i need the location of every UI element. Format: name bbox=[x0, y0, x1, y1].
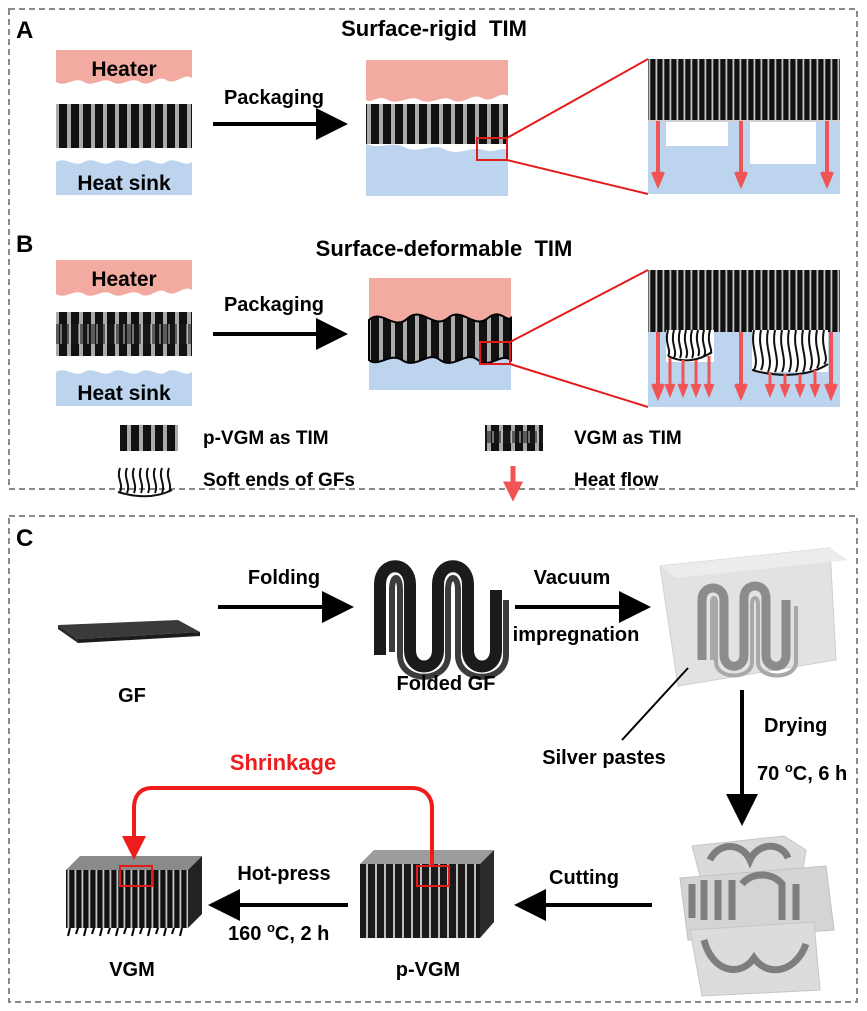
zoom-region-marker-b bbox=[479, 341, 511, 365]
heater-label: Heater bbox=[91, 268, 156, 291]
packaging-label-a: Packaging bbox=[224, 87, 324, 109]
panel-b-letter: B bbox=[16, 231, 33, 258]
pvgm-block bbox=[360, 850, 494, 938]
zoom-region-marker-a bbox=[476, 137, 508, 161]
panel-b-stack-before: Heater Heat sink bbox=[56, 260, 192, 406]
legend-heat-flow-label: Heat flow bbox=[574, 470, 659, 491]
legend-soft-ends-swatch bbox=[117, 467, 173, 498]
panel-a-title: Surface-rigid TIM bbox=[341, 16, 527, 41]
panel-ab-frame bbox=[8, 8, 858, 490]
panel-a-stack-before: Heater Heat sink bbox=[56, 50, 192, 195]
cut-blocks bbox=[679, 835, 835, 997]
panel-a-stack-after bbox=[366, 60, 508, 196]
panel-c-letter: C bbox=[16, 525, 33, 552]
packaging-label-b: Packaging bbox=[224, 294, 324, 316]
vgm-label: VGM bbox=[109, 959, 155, 981]
panel-b-stack-after bbox=[368, 278, 512, 390]
heater-block bbox=[56, 50, 192, 84]
legend-pvgm-label: p-VGM as TIM bbox=[203, 428, 329, 449]
legend: p-VGM as TIM VGM as TIM Soft ends of GFs… bbox=[117, 425, 682, 502]
panel-b-title: Surface-deformable TIM bbox=[316, 236, 573, 261]
cutting-label: Cutting bbox=[549, 867, 619, 889]
heat-sink-label: Heat sink bbox=[77, 172, 171, 195]
folding-label: Folding bbox=[248, 567, 320, 589]
panel-c-frame bbox=[8, 515, 858, 1003]
legend-vgm-label: VGM as TIM bbox=[574, 428, 682, 449]
gf-label: GF bbox=[118, 685, 146, 707]
impregnation-label: impregnation bbox=[513, 624, 640, 646]
vacuum-label: Vacuum bbox=[534, 567, 611, 589]
folded-gf-label: Folded GF bbox=[397, 673, 496, 695]
vgm-highlight-box bbox=[119, 865, 153, 887]
silver-pastes-label: Silver pastes bbox=[542, 747, 665, 769]
panel-a-letter: A bbox=[16, 17, 33, 44]
heat-sink-block bbox=[56, 160, 192, 195]
impregnated-block bbox=[659, 547, 848, 687]
heat-sink-label: Heat sink bbox=[77, 382, 171, 405]
shrinkage-arrow bbox=[122, 786, 434, 866]
panel-a-zoom bbox=[648, 59, 840, 194]
heat-flow-arrows-a bbox=[651, 121, 834, 190]
shrinkage-label: Shrinkage bbox=[230, 750, 336, 775]
pvgm-tim-block bbox=[56, 104, 192, 148]
pvgm-label: p-VGM bbox=[396, 959, 460, 981]
vgm-block bbox=[66, 856, 202, 937]
soft-ends-zoom bbox=[665, 329, 829, 376]
folded-gf bbox=[374, 560, 509, 680]
heat-flow-arrows-b bbox=[651, 332, 838, 402]
drying-label: Drying bbox=[764, 715, 827, 737]
legend-soft-ends-label: Soft ends of GFs bbox=[203, 470, 355, 491]
heater-label: Heater bbox=[91, 58, 156, 81]
drying-conditions: 70 oC, 6 h bbox=[757, 760, 847, 785]
hot-press-label: Hot-press bbox=[237, 863, 330, 885]
gf-sheet bbox=[58, 620, 200, 643]
silver-pastes-leader bbox=[621, 667, 689, 741]
hot-press-conditions: 160 oC, 2 h bbox=[228, 920, 329, 945]
legend-pvgm-swatch bbox=[120, 425, 178, 451]
legend-heat-flow-arrow bbox=[502, 466, 524, 502]
